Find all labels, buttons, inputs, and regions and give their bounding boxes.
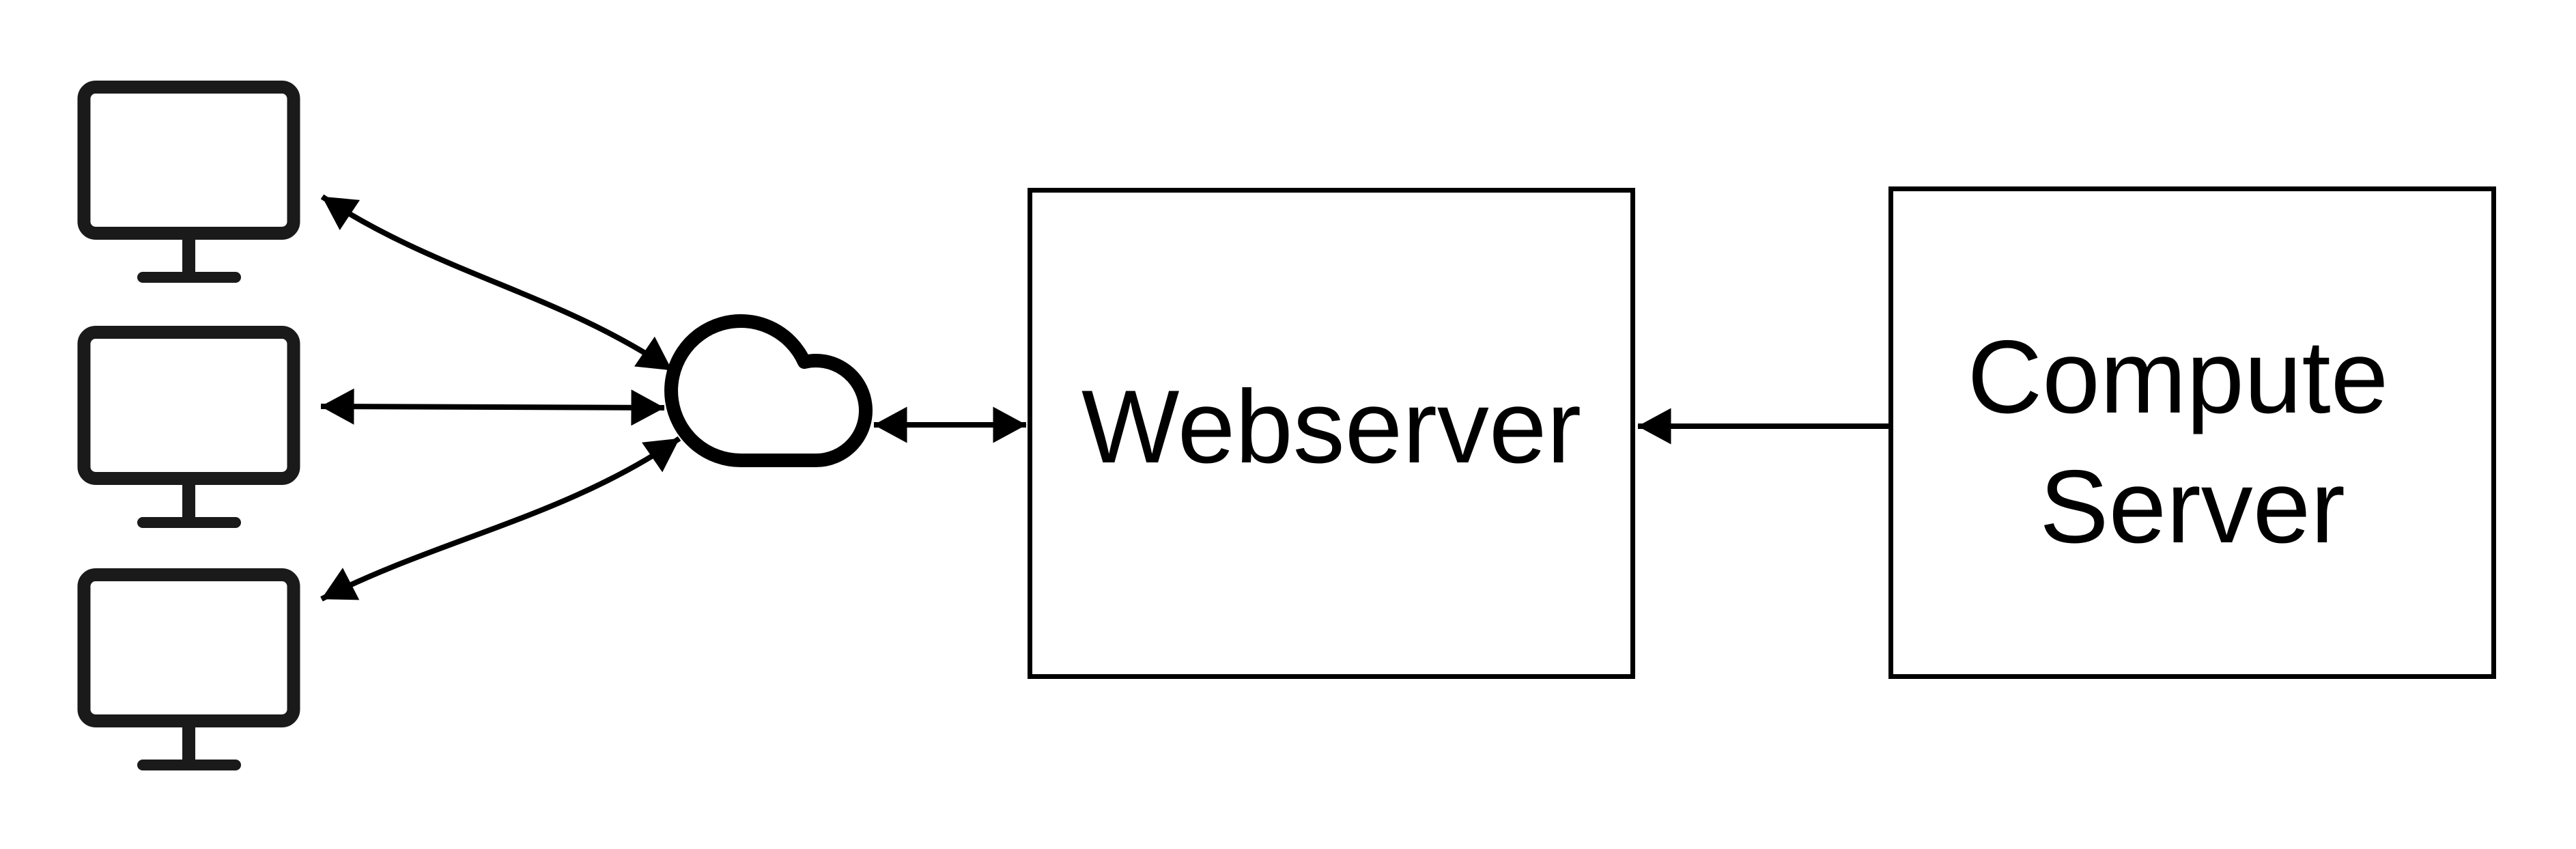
edges xyxy=(320,194,1888,602)
compute-server-label-line2: Server xyxy=(2039,449,2345,565)
compute-server-label-line1: Compute xyxy=(1968,319,2389,435)
edge-client2-cloud xyxy=(320,388,665,426)
webserver-box xyxy=(1028,188,1635,679)
desktop-monitor-icon-2 xyxy=(77,326,300,528)
client-monitors xyxy=(77,81,300,770)
compute-server-box xyxy=(1888,186,2496,679)
monitor-screen xyxy=(77,81,300,240)
cloud-icon xyxy=(664,314,873,467)
monitor-screen xyxy=(77,568,300,727)
compute-server-node: Compute Server xyxy=(1888,186,2496,679)
edge-client3-cloud xyxy=(320,436,681,602)
desktop-monitor-icon-1 xyxy=(77,81,300,283)
desktop-monitor-icon-3 xyxy=(77,568,300,770)
monitor-screen xyxy=(77,326,300,485)
compute-server-label: Compute Server xyxy=(1968,319,2418,565)
webserver-label: Webserver xyxy=(1081,369,1581,485)
edge-client1-cloud xyxy=(320,194,674,373)
webserver-node: Webserver xyxy=(1028,188,1635,679)
